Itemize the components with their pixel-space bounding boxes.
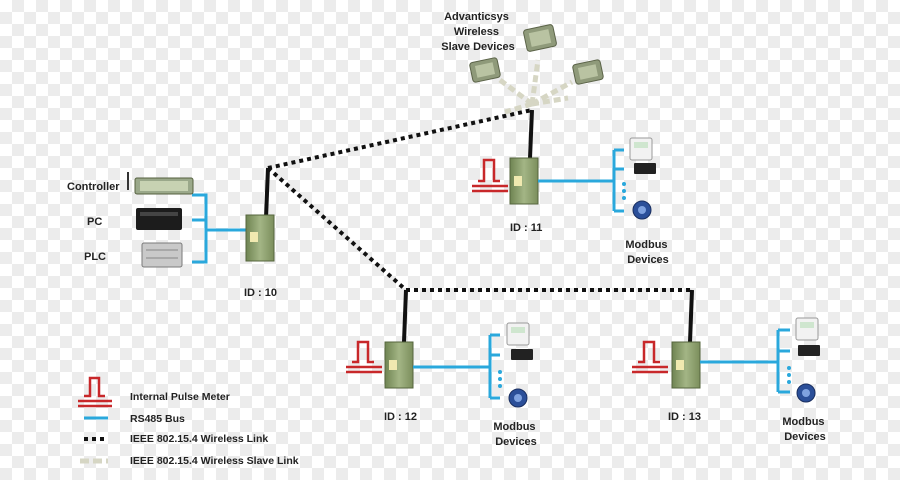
modbus-bus-13	[700, 328, 790, 394]
wireless-link-10-11	[267, 108, 533, 170]
modbus-devices-11-line1: Modbus	[625, 239, 667, 251]
node-12	[384, 289, 414, 389]
plc-device	[141, 242, 183, 268]
modbus-devices-label-12: Modbus Devices	[493, 421, 538, 448]
node-13	[671, 289, 701, 389]
modbus-devices-label-13: Modbus Devices	[782, 416, 827, 443]
legend-pulse-icon	[78, 376, 112, 408]
modbus-devices-label-11: Modbus Devices	[625, 239, 670, 266]
plc-label: PLC	[84, 251, 106, 263]
slave-links	[498, 59, 574, 115]
legend-slave-label: IEEE 802.15.4 Wireless Slave Link	[130, 455, 299, 467]
pc-label: PC	[87, 216, 102, 228]
modbus-dots-13	[787, 366, 791, 384]
node-10	[245, 167, 275, 262]
controller-device	[127, 172, 194, 195]
modbus-devices-12-line1: Modbus	[493, 421, 535, 433]
node-10-label: ID : 10	[244, 287, 277, 299]
host-bus-controller	[192, 193, 208, 264]
wireless-link-10-12	[266, 166, 408, 292]
slave-link-3	[530, 79, 574, 107]
slave-link-4	[504, 101, 533, 115]
legend: Internal Pulse Meter RS485 Bus IEEE 802.…	[78, 376, 299, 467]
legend-wireless-label: IEEE 802.15.4 Wireless Link	[130, 433, 268, 445]
legend-pulse-label: Internal Pulse Meter	[130, 391, 230, 403]
node-12-label: ID : 12	[384, 411, 417, 423]
modbus-bus-11	[538, 148, 624, 213]
pulse-meter-12	[346, 340, 382, 374]
node-11	[509, 109, 539, 205]
slave-devices-label: Advanticsys Wireless Slave Devices	[441, 11, 514, 53]
slave-devices-label-line2: Wireless	[454, 26, 499, 38]
pulse-meter-13	[632, 340, 668, 374]
slave-devices-label-line1: Advanticsys	[444, 11, 509, 23]
slave-link-1	[498, 78, 534, 106]
slave-link-2	[529, 59, 541, 105]
legend-rs485-label: RS485 Bus	[130, 413, 185, 425]
modbus-devices-11	[629, 137, 656, 220]
slave-devices-label-line3: Slave Devices	[441, 41, 514, 53]
modbus-dots-11	[622, 182, 626, 200]
wireless-links	[266, 108, 692, 292]
slave-link-5	[531, 95, 569, 107]
modbus-bus-12	[413, 333, 500, 400]
host-bus	[192, 193, 246, 264]
node-13-label: ID : 13	[668, 411, 701, 423]
modbus-devices-13	[795, 317, 820, 403]
modbus-dots-12	[498, 370, 502, 388]
modbus-devices-13-line2: Devices	[784, 431, 826, 443]
slave-device-left	[469, 57, 501, 83]
modbus-devices-13-line1: Modbus	[782, 416, 824, 428]
slave-device-center	[523, 24, 557, 52]
pulse-meter-11	[472, 158, 508, 193]
pc-device	[136, 208, 182, 230]
slave-device-right	[572, 59, 604, 85]
node-11-label: ID : 11	[510, 222, 542, 234]
controller-label: Controller	[67, 181, 120, 193]
modbus-devices-12	[506, 322, 533, 408]
modbus-devices-11-line2: Devices	[627, 254, 669, 266]
modbus-devices-12-line2: Devices	[495, 436, 537, 448]
